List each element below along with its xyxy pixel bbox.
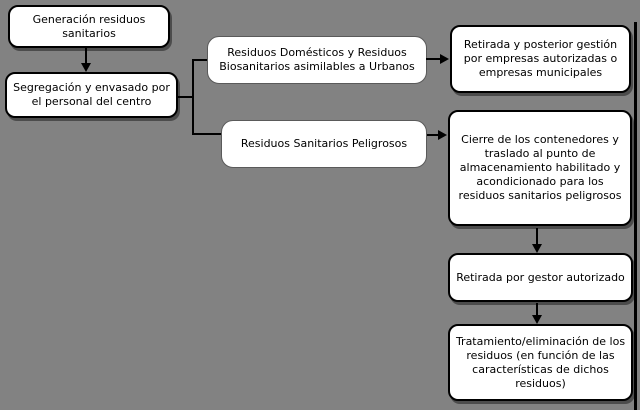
connector-domesticos-retirada-line — [426, 58, 441, 60]
arrowhead-down-icon — [532, 244, 542, 253]
connector-branch-vertical-line — [192, 59, 194, 135]
connector-to-domesticos-line — [192, 59, 207, 61]
node-tratamiento: Tratamiento/eliminación de los residuos … — [448, 324, 633, 401]
arrowhead-down-icon — [532, 315, 542, 324]
connector-cierre-gestor-line — [536, 228, 538, 246]
node-residuos-peligrosos: Residuos Sanitarios Peligrosos — [221, 120, 427, 168]
arrowhead-down-icon — [81, 63, 91, 72]
node-retirada-empresas: Retirada y posterior gestión por empresa… — [450, 25, 631, 93]
node-segregacion-envasado: Segregación y envasado por el personal d… — [5, 72, 178, 118]
node-residuos-domesticos: Residuos Domésticos y Residuos Biosanita… — [207, 36, 427, 84]
connector-peligrosos-cierre-line — [427, 134, 439, 136]
connector-gestor-tratamiento-line — [536, 303, 538, 316]
node-cierre-contenedores: Cierre de los contenedores y traslado al… — [448, 110, 632, 226]
connector-to-peligrosos-line — [192, 133, 221, 135]
node-retirada-gestor: Retirada por gestor autorizado — [448, 253, 633, 302]
connector-segregacion-stub-line — [178, 96, 194, 98]
arrowhead-right-icon — [438, 130, 447, 140]
connector-generacion-segregacion-line — [85, 48, 87, 65]
arrowhead-right-icon — [440, 54, 449, 64]
canvas-right-edge-line — [634, 22, 637, 410]
node-generacion-residuos: Generación residuos sanitarios — [8, 5, 170, 48]
